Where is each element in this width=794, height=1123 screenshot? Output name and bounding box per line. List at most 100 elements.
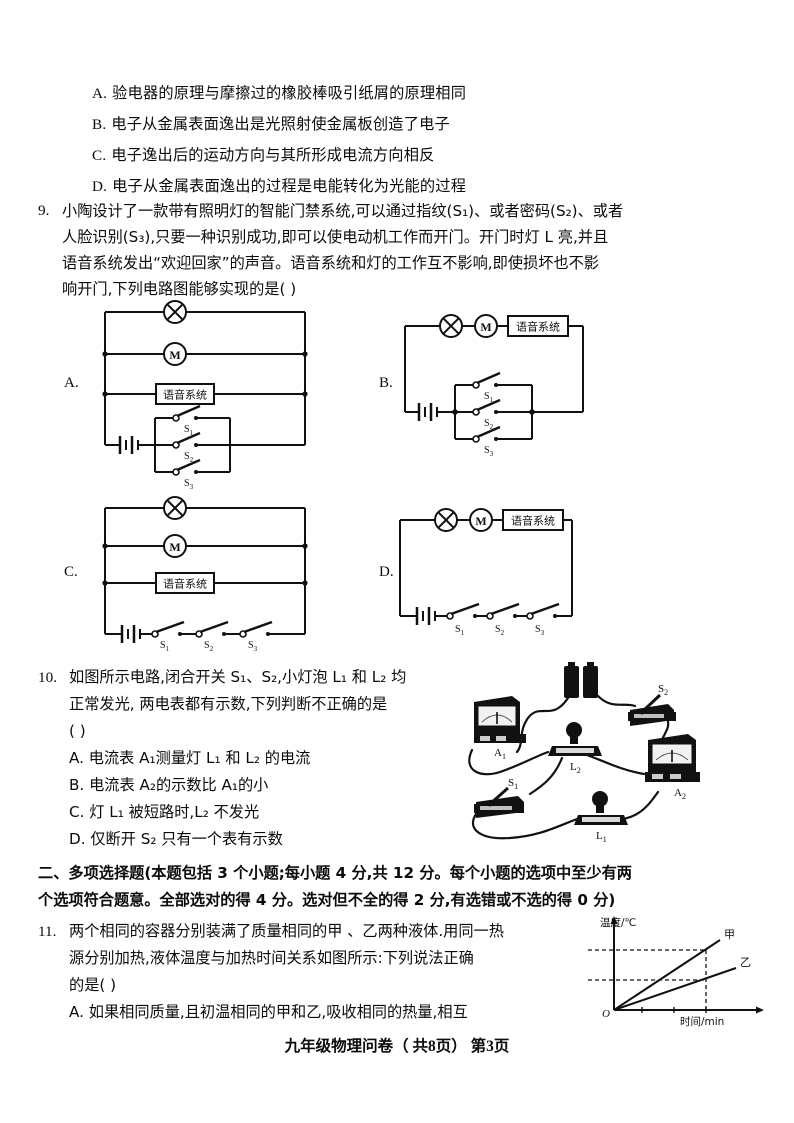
motor-icon: M (163, 342, 187, 366)
question10-option: A. 电流表 A₁测量灯 L₁ 和 L₂ 的电流 (69, 749, 311, 767)
battery-icon (417, 403, 441, 421)
switch-s1-label: S1 (160, 640, 170, 653)
voice-system-box: 语音系统 (155, 572, 215, 594)
question10-number: 10. (38, 669, 57, 686)
battery-icon (118, 436, 142, 454)
switch-s2-label: S2 (484, 418, 494, 431)
option-label: B. (92, 116, 107, 133)
switch-s3: S3 (472, 425, 501, 458)
switch-s3: S3 (172, 458, 201, 491)
chart-series-yi-label: 乙 (740, 956, 751, 969)
switch-s3-label: S3 (184, 478, 194, 491)
lamp-icon (163, 496, 187, 520)
switch-s3: S3 (526, 602, 560, 637)
question11-line: 的是( ) (69, 976, 117, 994)
lamp-l1-label: L1 (596, 830, 607, 844)
switch-s3-label: S3 (535, 624, 545, 637)
chart-x-axis-label: 时间/min (680, 1015, 724, 1028)
option-text: 电子从金属表面逸出是光照射使金属板创造了电子 (111, 115, 450, 133)
motor-icon: M (469, 508, 493, 532)
chart-y-axis-label: 温度/℃ (600, 916, 636, 929)
battery-icon (415, 607, 439, 625)
voice-system-label: 语音系统 (511, 514, 555, 528)
option-text: 验电器的原理与摩擦过的橡胶棒吸引纸屑的原理相同 (112, 84, 467, 102)
question11-chart: 温度/℃ 时间/min O 甲 乙 (588, 912, 784, 1028)
lamp-l2: L2 (548, 722, 602, 775)
motor-icon: M (163, 534, 187, 558)
question9-line: 小陶设计了一款带有照明灯的智能门禁系统,可以通过指纹(S₁)、或者密码(S₂)、… (62, 202, 624, 220)
voice-system-box: 语音系统 (507, 315, 569, 337)
switch-s2: S2 (195, 620, 229, 653)
question9-number: 9. (38, 202, 50, 219)
svg-text:M: M (475, 514, 486, 528)
question9-line: 语音系统发出“欢迎回家”的声音。语音系统和灯的工作互不影响,即使损坏也不影 (62, 254, 599, 272)
question10-option: B. 电流表 A₂的示数比 A₁的小 (69, 776, 269, 794)
question11-option: A. 如果相同质量,且初温相同的甲和乙,吸收相同的热量,相互 (69, 1003, 468, 1021)
circuit-d-svg: M 语音系统 S1 (399, 508, 573, 637)
figure-letter-c: C. (64, 564, 78, 580)
switch-s2-label: S2 (495, 624, 505, 637)
section2-line: 二、多项选择题(本题包括 3 个小题;每小题 4 分,共 12 分。每个小题的选… (38, 864, 632, 882)
ammeter-a2-label: A2 (674, 787, 686, 801)
lamp-l1: L1 (574, 791, 628, 844)
lamp-icon (163, 300, 187, 324)
question10-option: C. 灯 L₁ 被短路时,L₂ 不发光 (69, 803, 260, 821)
circuit-a-svg: M 语音系统 (102, 300, 308, 491)
voice-system-box: 语音系统 (502, 509, 564, 531)
question10-figure: A1 A2 L2 (452, 662, 782, 847)
lamp-icon (434, 508, 458, 532)
chart-origin-label: O (602, 1008, 610, 1020)
voice-system-box: 语音系统 (155, 383, 215, 405)
circuit-c-svg: M 语音系统 S1 (102, 496, 308, 653)
option-label: A. (92, 85, 108, 102)
circuit-figure-c: C. (60, 496, 360, 653)
ammeter-a2: A2 (645, 734, 700, 801)
lamp-l2-label: L2 (570, 761, 581, 775)
switch-s1: S1 (151, 620, 185, 653)
question10-line: 如图所示电路,闭合开关 S₁、S₂,小灯泡 L₁ 和 L₂ 均 (69, 668, 407, 686)
question9-line: 人脸识别(S₃),只要一种识别成功,即可以使电动机工作而开门。开门时灯 L 亮,… (62, 228, 609, 246)
pictorial-circuit-svg: A1 A2 L2 (468, 662, 700, 844)
figure-letter-d: D. (379, 564, 394, 580)
question9: 9. 小陶设计了一款带有照明灯的智能门禁系统,可以通过指纹(S₁)、或者密码(S… (38, 198, 760, 302)
switch-s1-pictorial-label: S1 (508, 777, 518, 791)
question9-figures: A. (60, 300, 740, 654)
svg-text:M: M (480, 320, 491, 334)
switch-s2: S2 (172, 431, 201, 464)
question9-stem: 9. 小陶设计了一款带有照明灯的智能门禁系统,可以通过指纹(S₁)、或者密码(S… (38, 198, 760, 302)
switch-s3-label: S3 (248, 640, 258, 653)
option-text: 电子逸出后的运动方向与其所形成电流方向相反 (111, 146, 435, 164)
motor-icon: M (474, 314, 498, 338)
switch-s3: S3 (239, 620, 273, 653)
switch-s2: S2 (486, 602, 520, 637)
figure-letter-a: A. (64, 375, 79, 391)
voice-system-label: 语音系统 (516, 320, 560, 334)
switch-s2-label: S2 (204, 640, 214, 653)
switch-s3-label: S3 (484, 445, 494, 458)
question10-line: ( ) (69, 722, 86, 740)
question11-line: 源分别加热,液体温度与加热时间关系如图所示:下列说法正确 (69, 949, 474, 967)
question10-line: 正常发光, 两电表都有示数,下列判断不正确的是 (69, 695, 388, 713)
svg-text:M: M (169, 348, 180, 362)
ammeter-a1-label: A1 (494, 747, 506, 761)
switch-s1-pictorial: S1 (474, 777, 524, 818)
temperature-time-chart: 温度/℃ 时间/min O 甲 乙 (588, 916, 764, 1028)
lamp-icon (439, 314, 463, 338)
option-row: A.验电器的原理与摩擦过的橡胶棒吸引纸屑的原理相同 (92, 78, 712, 109)
option-row: C.电子逸出后的运动方向与其所形成电流方向相反 (92, 140, 712, 171)
chart-series-yi (613, 967, 737, 1011)
option-row: D.电子从金属表面逸出的过程是电能转化为光能的过程 (92, 171, 712, 202)
option-label: D. (92, 178, 108, 195)
chart-series-jia-label: 甲 (724, 928, 735, 941)
voice-system-label: 语音系统 (163, 577, 207, 591)
question10: 10. 如图所示电路,闭合开关 S₁、S₂,小灯泡 L₁ 和 L₂ 均 正常发光… (38, 664, 468, 853)
switch-s2: S2 (472, 398, 501, 431)
svg-text:M: M (169, 540, 180, 554)
figure-letter-b: B. (379, 375, 393, 391)
circuit-figure-a: A. (60, 300, 360, 491)
switch-s2-pictorial-label: S2 (658, 683, 668, 697)
switch-s1: S1 (172, 404, 201, 437)
switch-s2-pictorial: S2 (628, 683, 676, 726)
section2-header: 二、多项选择题(本题包括 3 个小题;每小题 4 分,共 12 分。每个小题的选… (38, 860, 762, 914)
